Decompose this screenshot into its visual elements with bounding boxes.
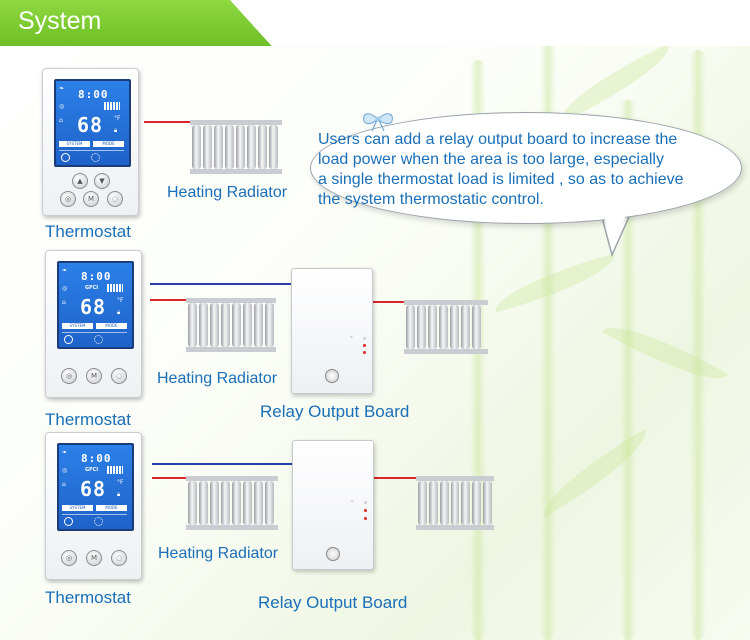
bubble-text: Users can add a relay output board to in… <box>318 130 748 210</box>
power-icon[interactable]: ◌ <box>111 368 127 384</box>
lcd-tab-system: SYSTEM <box>59 141 90 147</box>
signal-bars <box>104 102 120 110</box>
status-led <box>364 517 367 520</box>
left-button-icon[interactable]: ◎ <box>60 191 76 207</box>
lcd-tab-system: SYSTEM <box>62 505 93 511</box>
wifi-icon: ❧ <box>62 449 68 456</box>
lcd-time: 8:00 <box>81 452 112 465</box>
signal-bars <box>107 466 123 474</box>
lcd-tab-mode: MODE <box>93 141 124 147</box>
lock-icon: 🔒︎ <box>114 127 118 134</box>
relay-output-board: ⏻ <box>291 268 373 394</box>
down-arrow-icon[interactable]: ▼ <box>94 173 110 189</box>
label-thermostat: Thermostat <box>45 410 131 429</box>
mode-button-icon[interactable]: M <box>86 368 102 384</box>
speech-bubble <box>310 112 742 224</box>
label-thermostat: Thermostat <box>45 222 131 241</box>
label-relay-output-board: Relay Output Board <box>258 593 408 612</box>
home-icon: ⌂ <box>62 481 66 488</box>
clock-icon: ◎ <box>59 103 65 110</box>
status-led <box>363 344 366 347</box>
lcd-tab-mode: MODE <box>96 505 127 511</box>
bow-icon <box>360 110 396 132</box>
power-icon[interactable]: ◌ <box>107 191 123 207</box>
page-title: System <box>18 7 102 35</box>
label-thermostat: Thermostat <box>45 588 131 607</box>
power-icon[interactable] <box>326 547 340 561</box>
lock-icon: 🔒︎ <box>117 309 121 316</box>
sun-icon <box>94 335 103 344</box>
thermostat-lcd: ❧ 8:00 GFCI ◎ ⌂ 68 °F 🔒︎ SYSTEM MODE <box>57 443 134 531</box>
lock-icon: 🔒︎ <box>117 491 121 498</box>
thermostat-lcd: ❧ 8:00 GFCI ◎ ⌂ 68 °F 🔒︎ SYSTEM MODE <box>57 261 134 349</box>
relay-output-board: ⏻ <box>292 440 374 570</box>
sun-icon <box>91 153 100 162</box>
power-icon: ⏻ <box>351 499 354 503</box>
mode-button-icon[interactable]: M <box>86 550 102 566</box>
heating-radiator <box>190 120 282 174</box>
status-led <box>364 509 367 512</box>
bubble-line: Users can add a relay output board to in… <box>318 131 678 148</box>
wifi-icon: ❧ <box>62 267 68 274</box>
bubble-line: a single thermostat load is limited , so… <box>318 171 684 188</box>
thermostat-lcd: ❧ 8:00 ◎ ⌂ 68 °F 🔒︎ SYSTEM MODE <box>54 79 131 167</box>
home-icon: ⌂ <box>62 299 66 306</box>
label-heating-radiator: Heating Radiator <box>158 545 279 562</box>
home-icon: ⌂ <box>59 117 63 124</box>
left-button-icon[interactable]: ◎ <box>61 550 77 566</box>
lcd-time: 8:00 <box>81 270 112 283</box>
status-led <box>363 351 366 354</box>
mode-button-icon[interactable]: M <box>83 191 99 207</box>
clock-icon: ◎ <box>62 467 68 474</box>
degree-icon: °F <box>117 479 124 486</box>
thermostat-device: ❧ 8:00 GFCI ◎ ⌂ 68 °F 🔒︎ SYSTEM MODE ◎ M… <box>45 432 142 580</box>
thermostat-device: ❧ 8:00 GFCI ◎ ⌂ 68 °F 🔒︎ SYSTEM MODE ◎ M… <box>45 250 142 398</box>
lcd-time: 8:00 <box>78 88 109 101</box>
lcd-gfci: GFCI <box>85 285 99 291</box>
wifi-icon: ❧ <box>59 85 65 92</box>
heating-radiator <box>404 300 488 354</box>
lcd-tab-system: SYSTEM <box>62 323 93 329</box>
lcd-temperature: 68 <box>80 477 107 501</box>
up-arrow-icon[interactable]: ▲ <box>72 173 88 189</box>
heating-radiator <box>186 298 276 352</box>
left-button-icon[interactable]: ◎ <box>61 368 77 384</box>
lcd-tab-mode: MODE <box>96 323 127 329</box>
thermostat-device: ❧ 8:00 ◎ ⌂ 68 °F 🔒︎ SYSTEM MODE ▲ M ▼ ◎ … <box>42 68 139 216</box>
heating-radiator <box>416 476 494 530</box>
label-heating-radiator: Heating Radiator <box>157 370 278 387</box>
lcd-temperature: 68 <box>80 295 107 319</box>
bubble-line: the system thermostatic control. <box>318 191 544 208</box>
bubble-line: load power when the area is too large, e… <box>318 151 664 168</box>
sun-icon <box>94 517 103 526</box>
label-relay-output-board: Relay Output Board <box>260 402 410 421</box>
lcd-temperature: 68 <box>77 113 104 137</box>
power-icon[interactable] <box>325 369 339 383</box>
header-notch <box>230 0 750 46</box>
degree-icon: °F <box>117 297 124 304</box>
signal-bars <box>107 284 123 292</box>
gear-icon <box>64 517 73 526</box>
lcd-gfci: GFCI <box>85 467 99 473</box>
gear-icon <box>61 153 70 162</box>
heating-radiator <box>186 476 278 530</box>
gear-icon <box>64 335 73 344</box>
power-icon: ⏻ <box>350 335 353 339</box>
degree-icon: °F <box>114 115 121 122</box>
power-icon[interactable]: ◌ <box>111 550 127 566</box>
label-heating-radiator: Heating Radiator <box>167 184 288 201</box>
clock-icon: ◎ <box>62 285 68 292</box>
